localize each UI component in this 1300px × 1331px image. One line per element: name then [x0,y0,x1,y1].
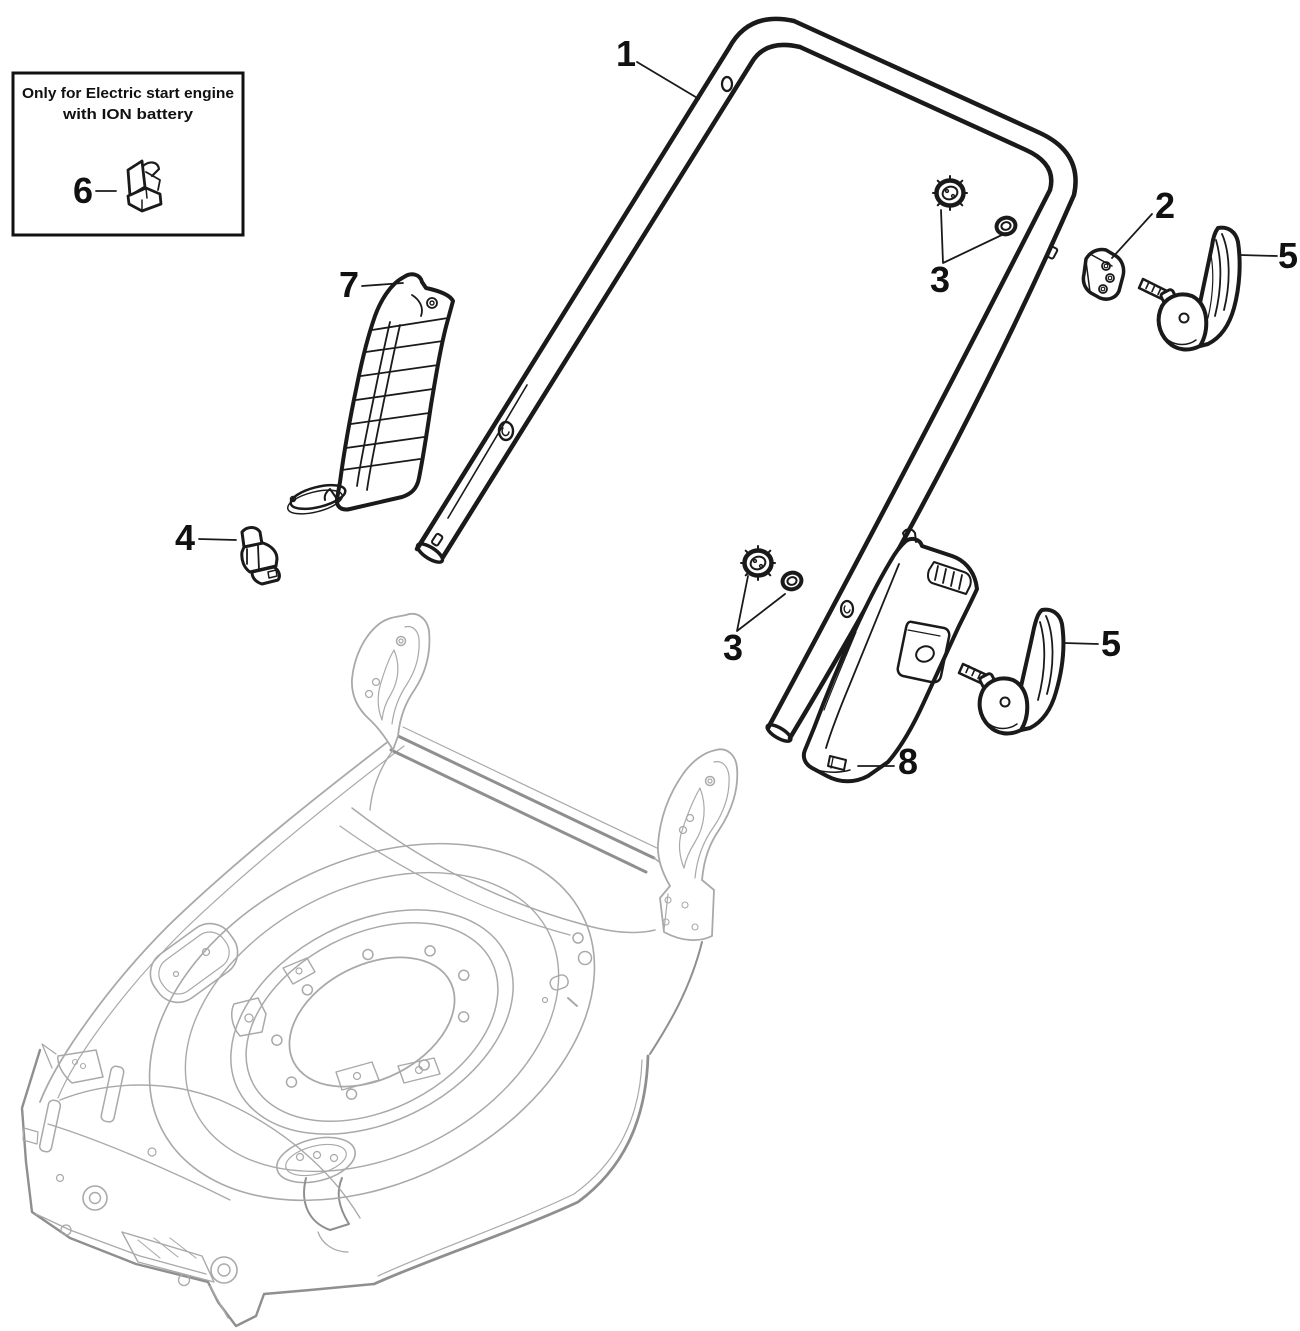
part-7-handle-moulding-left-drawing [286,272,455,515]
callout-leaders [95,61,1278,767]
part-label-5-lower: 5 [1101,623,1121,664]
deck-handle-bracket-left [351,613,431,751]
leader-3-lower [736,575,786,632]
handle-tube-inner-edge [440,42,1054,731]
part-1-handle-tube-drawing [414,16,1078,743]
leader-7 [361,282,404,287]
part-3-knob-nut-upper-drawing [932,175,1018,237]
part-label-1: 1 [616,33,636,74]
leader-4 [198,538,237,541]
blade-housing-rings [148,842,596,1202]
part-3-knob-nut-lower-drawing [740,545,804,592]
note-box-line1: Only for Electric start engine [22,85,234,102]
part-label-4: 4 [175,517,195,558]
part-label-3-upper: 3 [930,259,950,300]
part-8-handle-moulding-right-drawing [801,528,979,784]
part-5-lever-lower-drawing [957,607,1066,736]
deck-slot [100,1065,125,1123]
part-label-8: 8 [898,741,918,782]
part-label-2: 2 [1155,185,1175,226]
deck-rear-band [396,734,656,860]
deck-slot [38,1099,62,1153]
part-label-6: 6 [73,170,93,211]
part-label-7: 7 [339,264,359,305]
leader-1 [636,61,700,100]
note-box-line2: with ION battery [62,106,194,123]
deck-front-pad [149,922,239,1004]
part-5-lever-upper-drawing [1137,225,1242,352]
leader-5-lower [1063,642,1099,645]
part-label-3-lower: 3 [723,627,743,668]
deck-front-left-edge [39,733,399,1103]
tube-end-right [765,723,793,743]
deck-handle-bracket-right [657,748,739,941]
leader-3-upper [940,209,1007,264]
callout-labels: 1 2 3 3 4 5 5 6 7 8 [73,33,1298,782]
leader-2 [1111,213,1153,259]
mower-deck-drawing [20,613,739,1328]
leader-5-upper [1239,254,1278,257]
part-label-5-upper: 5 [1278,235,1298,276]
part-4-cable-clip-drawing [240,526,281,586]
note-box: Only for Electric start engine with ION … [11,71,245,237]
part-6-battery-clip-drawing [126,159,163,213]
deck-skirt-edge [372,1054,650,1286]
tube-end-left [415,542,445,564]
deck-rear-plate-edge [20,1048,376,1328]
note-box-border [11,71,245,237]
part-2-spacer-block-drawing [1081,247,1126,301]
